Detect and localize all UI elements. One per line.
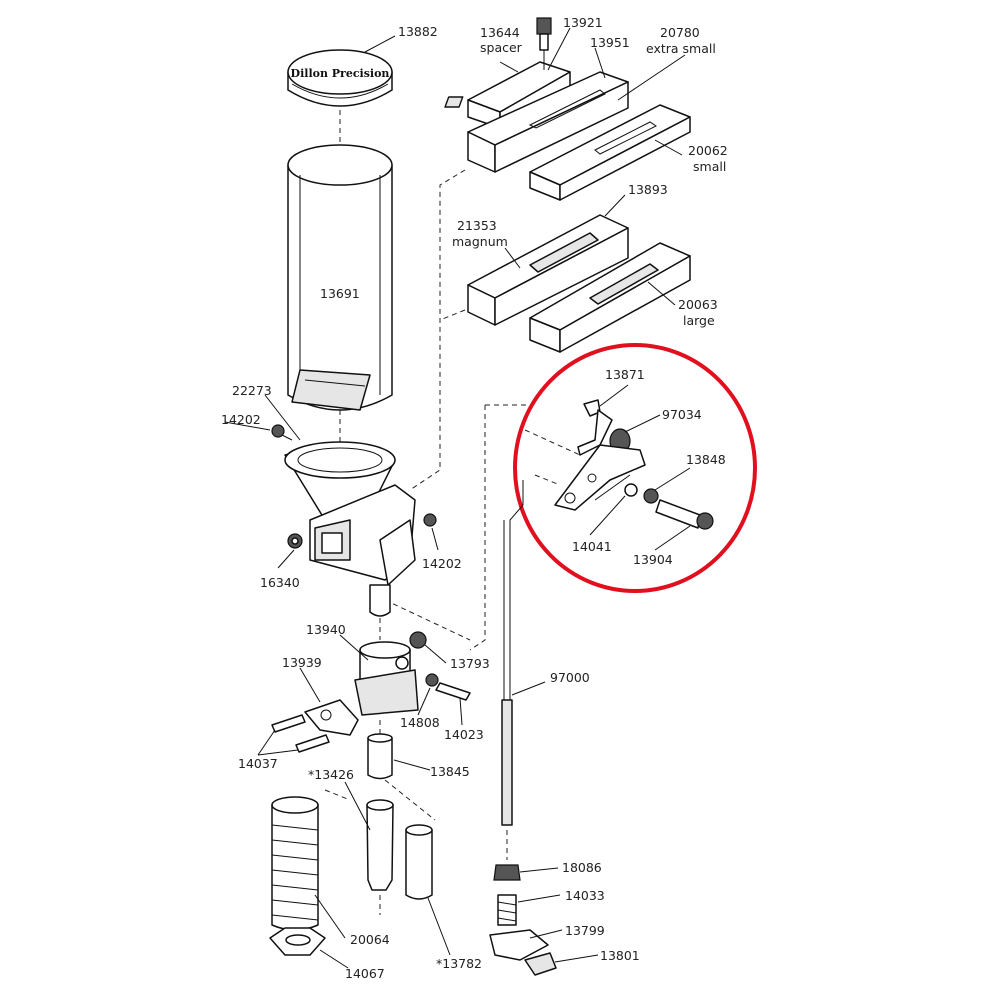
label-21353: 21353: [457, 218, 497, 233]
powder-measure-cap: Dillon Precision: [287, 49, 393, 107]
linkage-assembly: [271, 631, 471, 900]
label-extra-small: extra small: [646, 41, 716, 56]
part-labels: 13882 13644 spacer 13921 13951 20780 ext…: [221, 15, 728, 981]
label-spacer: spacer: [480, 40, 523, 55]
label-13951: 13951: [590, 35, 630, 50]
thread-lines: [271, 824, 319, 921]
label-14033: 14033: [565, 888, 605, 903]
hopper-tube: [287, 144, 393, 411]
measure-body: [284, 441, 416, 617]
label-magnum: magnum: [452, 234, 508, 249]
label-13691: 13691: [320, 286, 360, 301]
label-small: small: [693, 159, 726, 174]
label-13848: 13848: [686, 452, 726, 467]
hopper-screws: [271, 424, 437, 549]
label-14067: 14067: [345, 966, 385, 981]
label-13801: 13801: [600, 948, 640, 963]
failsafe-subassembly: [554, 399, 714, 530]
label-20780: 20780: [660, 25, 700, 40]
label-97034: 97034: [662, 407, 702, 422]
label-13939: 13939: [282, 655, 322, 670]
rod-assembly: [489, 480, 557, 976]
label-13782: *13782: [436, 956, 482, 971]
label-14808: 14808: [400, 715, 440, 730]
label-13793: 13793: [450, 656, 490, 671]
label-13882: 13882: [398, 24, 438, 39]
label-13644: 13644: [480, 25, 520, 40]
label-14023: 14023: [444, 727, 484, 742]
label-14202-b: 14202: [422, 556, 462, 571]
die-and-nut: [269, 796, 326, 956]
powder-bars: [444, 61, 691, 353]
label-large: large: [683, 313, 715, 328]
label-18086: 18086: [562, 860, 602, 875]
label-20063: 20063: [678, 297, 718, 312]
label-13921: 13921: [563, 15, 603, 30]
label-13904: 13904: [633, 552, 673, 567]
label-13845: 13845: [430, 764, 470, 779]
highlight-circle: [513, 343, 757, 593]
label-13871: 13871: [605, 367, 645, 382]
label-20062: 20062: [688, 143, 728, 158]
label-16340: 16340: [260, 575, 300, 590]
label-13940: 13940: [306, 622, 346, 637]
label-13799: 13799: [565, 923, 605, 938]
label-22273: 22273: [232, 383, 272, 398]
cap-logo: Dillon Precision: [291, 67, 390, 80]
label-14041: 14041: [572, 539, 612, 554]
label-14037: 14037: [238, 756, 278, 771]
leader-lines: [224, 27, 691, 969]
label-97000: 97000: [550, 670, 590, 685]
label-13426: *13426: [308, 767, 354, 782]
label-20064: 20064: [350, 932, 390, 947]
label-14202-a: 14202: [221, 412, 261, 427]
label-13893: 13893: [628, 182, 668, 197]
fitting: [536, 17, 552, 70]
